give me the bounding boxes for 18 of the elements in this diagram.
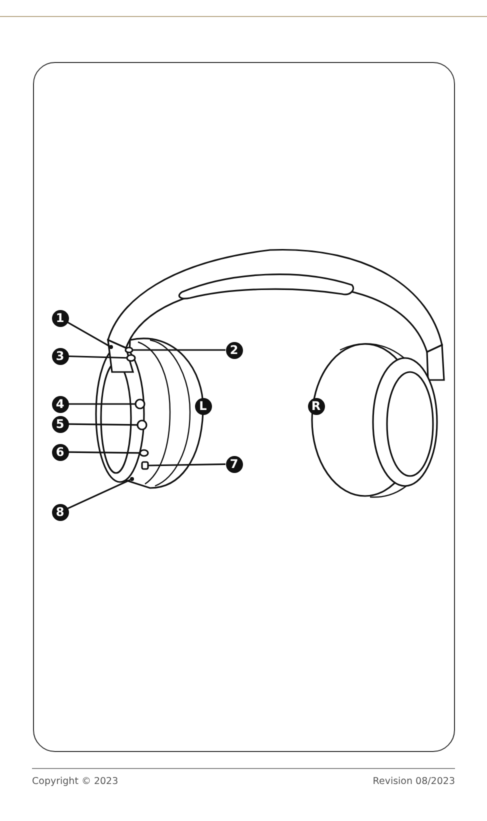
control-button	[139, 449, 149, 457]
leader-line	[68, 451, 140, 454]
leader-line	[68, 355, 128, 359]
leader-line	[68, 403, 136, 405]
microphone-hole	[130, 477, 134, 481]
control-button	[141, 461, 149, 470]
revision-note: Revision 08/2023	[372, 776, 455, 787]
control-button	[134, 398, 146, 410]
leader-line	[68, 423, 138, 426]
leader-line	[67, 479, 131, 510]
copyright-note: Copyright © 2023	[32, 776, 118, 787]
microphone-hole	[109, 345, 113, 349]
control-button	[124, 346, 134, 354]
leader-line	[148, 463, 226, 466]
leader-line	[67, 322, 110, 347]
leader-line	[132, 349, 226, 351]
control-button	[126, 354, 136, 362]
control-button	[136, 420, 148, 430]
